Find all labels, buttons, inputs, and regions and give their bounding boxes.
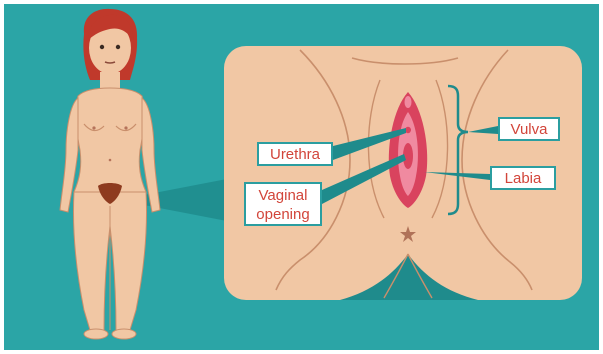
- labia-label: Labia: [490, 166, 556, 190]
- urethra-label: Urethra: [257, 142, 333, 166]
- nipple-left: [92, 126, 95, 129]
- navel: [109, 159, 112, 162]
- nipple-right: [124, 126, 127, 129]
- vaginal-opening-label: Vaginal opening: [244, 182, 322, 226]
- torso: [74, 88, 146, 192]
- left-eye: [100, 45, 104, 49]
- left-foot: [84, 329, 108, 339]
- vulva-label: Vulva: [498, 117, 560, 141]
- right-foot: [112, 329, 136, 339]
- clitoris: [405, 96, 412, 108]
- right-eye: [116, 45, 120, 49]
